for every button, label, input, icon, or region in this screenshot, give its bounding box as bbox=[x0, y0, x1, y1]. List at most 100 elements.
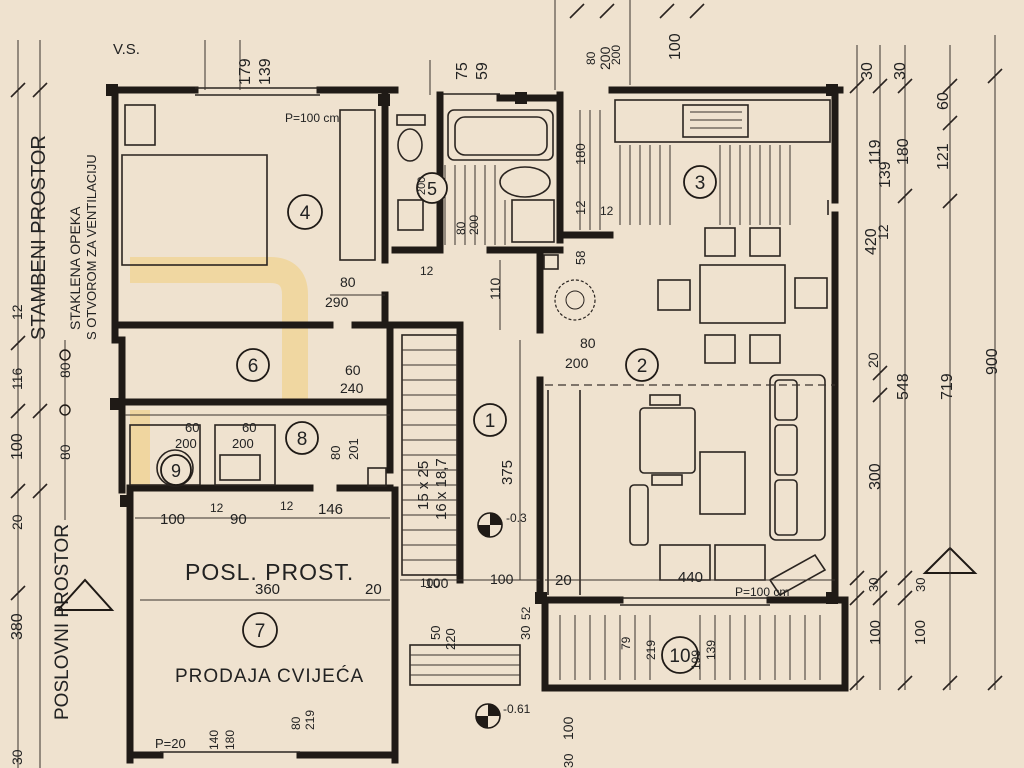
room-number-label: 5 bbox=[427, 179, 437, 199]
dimension-label: 60 bbox=[935, 92, 952, 110]
dimension-label: 30 bbox=[866, 578, 881, 592]
room-number-label: 10 bbox=[669, 646, 690, 667]
room-number-label: 7 bbox=[255, 621, 266, 642]
dimension-label: 139 bbox=[257, 58, 274, 85]
watermark-logo bbox=[130, 257, 308, 490]
dimension-label: 12 bbox=[420, 264, 434, 278]
walls bbox=[106, 86, 849, 764]
dimension-label: 58 bbox=[573, 251, 588, 265]
dimension-label: 12 bbox=[600, 204, 614, 218]
dimension-label: 140 bbox=[207, 730, 221, 750]
room-number-6: 6 bbox=[236, 348, 270, 382]
dimension-label: 100 bbox=[667, 33, 684, 60]
dimension-label: 290 bbox=[325, 294, 349, 310]
room-numbers: 1 2 3 4 5 6 7 8 9 10 bbox=[160, 165, 717, 674]
elevation-marker-1: -0.3 bbox=[477, 511, 527, 538]
room-number-label: 2 bbox=[637, 356, 648, 377]
room-number-5: 5 bbox=[416, 172, 448, 204]
room-number-3: 3 bbox=[683, 165, 717, 199]
dimension-label: 100 bbox=[490, 571, 514, 587]
dimension-label: 30 bbox=[859, 62, 876, 80]
label-p20: P=20 bbox=[155, 736, 186, 751]
dimension-label: 80 bbox=[57, 362, 73, 378]
room-labels: POSL. PROST. PRODAJA CVIJEĆA STAMBENI PR… bbox=[28, 41, 789, 751]
dimension-label: 200 bbox=[232, 436, 254, 451]
dimension-label: 80 bbox=[340, 274, 356, 290]
label-otvorom: S OTVOROM ZA VENTILACIJU bbox=[84, 154, 99, 340]
dimension-label: 30 bbox=[892, 62, 909, 80]
dimension-label: 100 bbox=[912, 620, 929, 645]
dimension-label: 30 bbox=[561, 754, 576, 768]
dimension-label: 179 bbox=[237, 58, 254, 85]
room-number-label: 4 bbox=[300, 203, 311, 224]
dimension-label: 20 bbox=[365, 581, 382, 598]
room-number-9: 9 bbox=[160, 454, 192, 486]
dimension-label: 12 bbox=[875, 224, 891, 240]
dimension-label: 20 bbox=[9, 514, 25, 530]
dimension-label: 75 bbox=[454, 62, 471, 80]
dimension-label: 219 bbox=[303, 710, 317, 730]
dimension-label: 80 bbox=[289, 716, 303, 730]
room-number-8: 8 bbox=[285, 421, 319, 455]
dimension-label: 100 bbox=[160, 511, 185, 528]
label-staklena-opeka: STAKLENA OPEKA bbox=[67, 206, 83, 330]
dimension-label: 110 bbox=[487, 277, 503, 300]
dimension-label: 50 bbox=[428, 626, 443, 640]
dimension-label: 100 bbox=[560, 716, 576, 740]
dimension-label: 60 bbox=[242, 420, 256, 435]
dimension-label: 100 bbox=[425, 575, 449, 591]
elevation-markers: -0.3 -0.61 bbox=[475, 511, 531, 729]
dimension-label: 59 bbox=[474, 62, 491, 80]
dimension-label: 719 bbox=[939, 373, 956, 400]
entrance-steps bbox=[409, 644, 521, 686]
dimension-label: 100 bbox=[420, 576, 440, 590]
dimension-label: 20 bbox=[555, 572, 572, 589]
room-number-label: 1 bbox=[485, 411, 496, 432]
dimension-label: 30 bbox=[913, 578, 928, 592]
dimension-label: 200 bbox=[565, 355, 589, 371]
dimension-label: 60 bbox=[345, 362, 361, 378]
dimension-lines bbox=[10, 0, 1003, 768]
dimension-label: 200 bbox=[416, 177, 428, 195]
dimension-label: 420 bbox=[863, 228, 880, 255]
elevation-marker-2: -0.61 bbox=[475, 702, 531, 729]
label-posl-prost: POSL. PROST. bbox=[185, 559, 354, 585]
dimension-label: 119 bbox=[867, 139, 884, 165]
room-number-label: 9 bbox=[171, 461, 181, 481]
dimension-label: 80 bbox=[454, 221, 468, 235]
section-arrow-left bbox=[55, 578, 115, 611]
room-number-label: 3 bbox=[695, 173, 706, 194]
dimension-label: 219 bbox=[644, 640, 658, 660]
dimension-label: 200 bbox=[597, 46, 613, 70]
label-p100-bedroom: P=100 cm bbox=[285, 111, 339, 125]
dimension-label: 548 bbox=[895, 373, 912, 400]
dimension-texts: 179 139 75 59 200 100 30 30 60 121 180 1… bbox=[9, 33, 1001, 768]
dimension-label: 90 bbox=[230, 511, 247, 528]
dimension-label: 380 bbox=[9, 613, 26, 640]
dimension-label: 220 bbox=[443, 628, 458, 650]
dimension-label: 30 bbox=[9, 749, 25, 765]
dimension-label: 30 bbox=[518, 626, 533, 640]
dimension-label: 80 bbox=[328, 446, 343, 460]
dimension-label: 116 bbox=[9, 367, 25, 390]
dimension-label: 80 bbox=[57, 444, 73, 460]
dimension-label: 100 bbox=[867, 620, 884, 645]
room-number-label: 6 bbox=[248, 356, 259, 377]
dimension-label: 12 bbox=[573, 201, 588, 215]
label-vs: V.S. bbox=[113, 41, 140, 58]
room-number-4: 4 bbox=[287, 194, 323, 230]
staircase: 15 x 25 16 x 18,7 bbox=[401, 334, 458, 576]
dimension-label: 139 bbox=[877, 161, 894, 188]
columns bbox=[106, 84, 838, 604]
elevation-label: -0.61 bbox=[503, 702, 531, 716]
room-number-7: 7 bbox=[242, 612, 278, 648]
dimension-label: 80 bbox=[580, 335, 596, 351]
dimension-label: 60 bbox=[185, 420, 199, 435]
plant-icon bbox=[554, 279, 596, 321]
dimension-label: 121 bbox=[935, 143, 952, 170]
dimension-label: 79 bbox=[619, 636, 633, 650]
dimension-label: 300 bbox=[867, 463, 884, 490]
dimension-label: 200 bbox=[175, 436, 197, 451]
dimension-label: 440 bbox=[678, 569, 703, 586]
